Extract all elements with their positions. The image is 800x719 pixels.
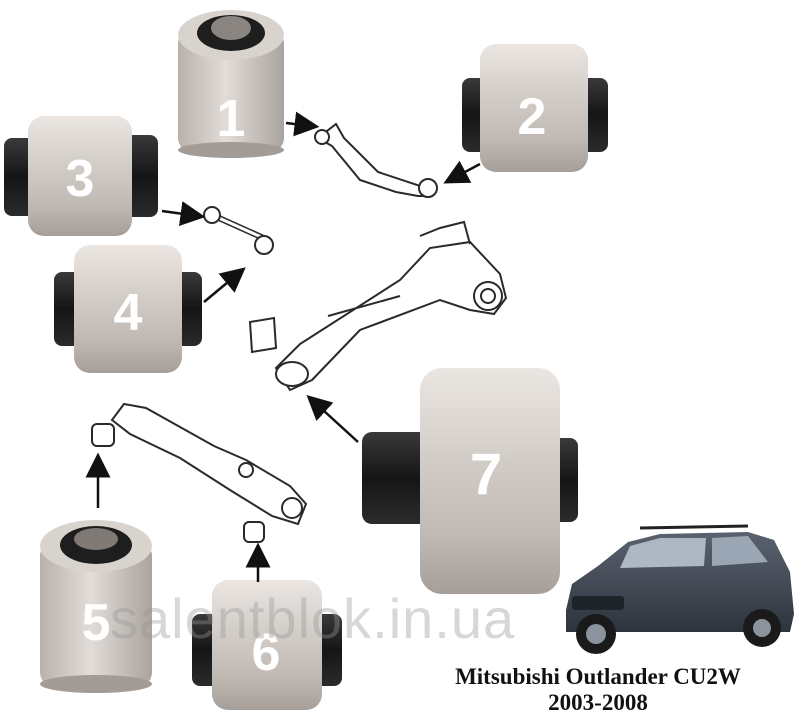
- bushing-5: [40, 520, 152, 693]
- bushing-7-label: 7: [470, 442, 502, 507]
- bushing-7: [362, 368, 578, 594]
- bushing-4-label: 4: [114, 284, 143, 342]
- bushing-4: [54, 245, 202, 373]
- watermark: salentblok.in.ua: [110, 587, 516, 650]
- bushing-1: [178, 10, 284, 158]
- bushing-2: [462, 44, 608, 172]
- bushing-1-label: 1: [217, 90, 246, 148]
- bushing-5-label: 5: [82, 594, 111, 652]
- car-icon: [566, 524, 794, 654]
- caption-model: Mitsubishi Outlander CU2W: [455, 664, 741, 689]
- arrow-icon: [85, 111, 481, 582]
- bushing-3: [4, 116, 158, 236]
- bushing-6-label: 6: [252, 624, 281, 682]
- bushing-3-label: 3: [66, 150, 95, 208]
- caption-years: 2003-2008: [548, 690, 648, 715]
- bushing-6: [192, 580, 342, 710]
- bushing-2-label: 2: [518, 88, 547, 146]
- suspension-arm-diagram: [91, 122, 508, 543]
